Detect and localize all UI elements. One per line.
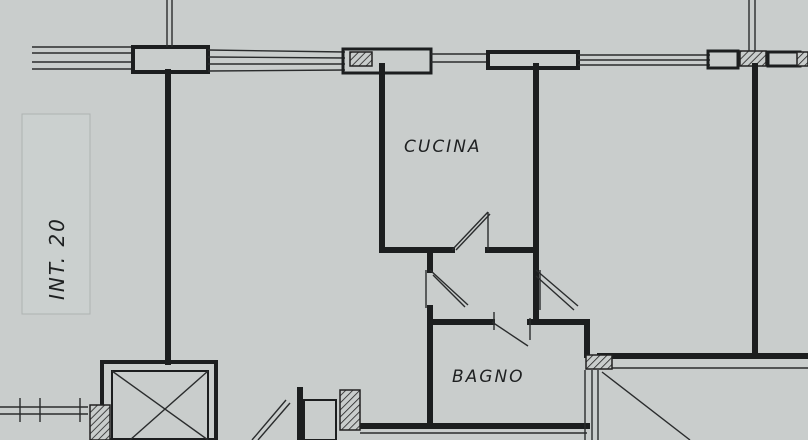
unit-label: INT. 20 bbox=[45, 217, 69, 300]
exterior-wall-top bbox=[32, 45, 808, 75]
wall-pier-corridor bbox=[339, 389, 361, 431]
door-bathroom bbox=[491, 312, 531, 347]
wall-pier-bath bbox=[585, 354, 613, 370]
interior-walls bbox=[165, 63, 808, 440]
window-right bbox=[706, 49, 740, 70]
room-label-bathroom: BAGNO bbox=[452, 367, 525, 387]
wall-pier-left bbox=[349, 51, 373, 67]
door-lower-left bbox=[251, 399, 291, 440]
wall-pier-shaft bbox=[89, 404, 111, 440]
window-top-left bbox=[131, 45, 210, 74]
door-kitchen bbox=[451, 211, 491, 251]
lift-shaft bbox=[100, 360, 218, 440]
door-hall-left bbox=[425, 269, 469, 308]
unit-label-panel bbox=[21, 113, 91, 315]
room-label-kitchen: CUCINA bbox=[404, 137, 482, 157]
door-hall-right bbox=[535, 269, 579, 311]
